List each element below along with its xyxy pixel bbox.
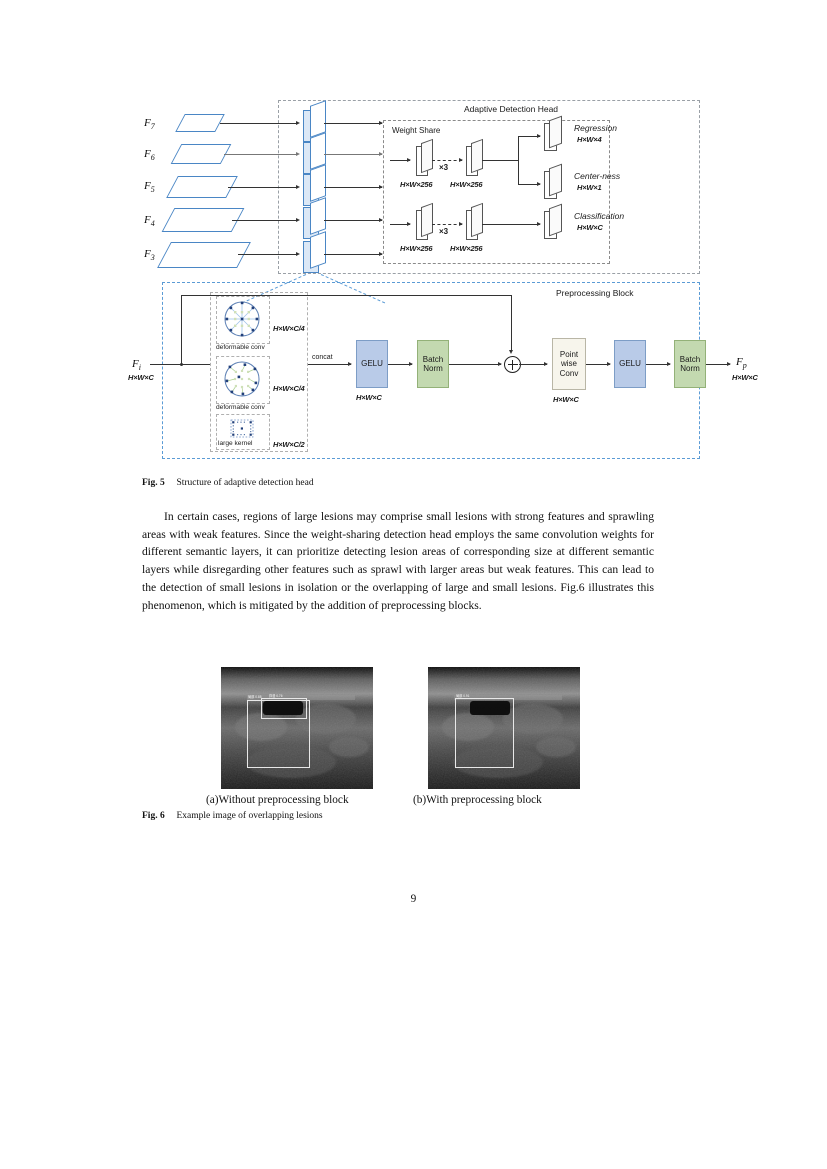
conv-dim-top-2: H×W×256 bbox=[450, 180, 483, 189]
preproc-output-dim: H×W×C bbox=[732, 373, 758, 382]
gelu-block-1-label: GELU bbox=[361, 359, 383, 369]
output-dim-classification: H×W×C bbox=[577, 223, 603, 232]
repeat-top-label: ×3 bbox=[439, 163, 449, 172]
pyramid-map-f3 bbox=[157, 242, 251, 268]
page-number: 9 bbox=[410, 893, 417, 905]
ultrasound-image-b: 局部 0.91 bbox=[428, 667, 580, 789]
weight-share-label: Weight Share bbox=[392, 126, 441, 135]
gelu-block-1: GELU bbox=[356, 340, 388, 388]
pyramid-label-f7: F7 bbox=[144, 117, 155, 132]
figure-5-diagram: Adaptive Detection Head Weight Share F7 … bbox=[128, 92, 758, 467]
body-text: In certain cases, regions of large lesio… bbox=[142, 508, 654, 614]
pyramid-label-f3: F3 bbox=[144, 248, 155, 263]
pyramid-label-f6: F6 bbox=[144, 148, 155, 163]
output-label-regression: Regression bbox=[574, 123, 617, 133]
pyramid-map-f6 bbox=[170, 144, 232, 164]
deformable-conv-1-icon bbox=[221, 299, 263, 339]
conv-dim-bottom-2: H×W×256 bbox=[450, 244, 483, 253]
branch-2-dim: H×W×C/4 bbox=[273, 384, 305, 393]
gelu-block-2-label: GELU bbox=[619, 359, 641, 369]
gelu-block-2: GELU bbox=[614, 340, 646, 388]
detection-box-a-small bbox=[261, 698, 307, 719]
large-kernel-region bbox=[216, 414, 270, 450]
detection-head-title: Adaptive Detection Head bbox=[464, 104, 559, 114]
pyramid-label-f5: F5 bbox=[144, 180, 155, 195]
large-kernel-icon bbox=[228, 418, 256, 440]
figure-5-caption-text: Structure of adaptive detection head bbox=[176, 478, 314, 488]
detection-label-a-1: 局部 0.88 bbox=[248, 695, 262, 699]
preprocessing-block-title: Preprocessing Block bbox=[556, 288, 634, 298]
ultrasound-image-a: 局部 0.88 弥漫 0.76 bbox=[221, 667, 373, 789]
detection-box-a-large bbox=[247, 700, 310, 768]
conv-dim-top-1: H×W×256 bbox=[400, 180, 433, 189]
output-dim-centerness: H×W×1 bbox=[577, 183, 602, 192]
branch-1-dim: H×W×C/4 bbox=[273, 324, 305, 333]
output-label-centerness: Center-ness bbox=[574, 171, 621, 181]
detection-label-a-2: 弥漫 0.76 bbox=[269, 694, 283, 698]
deformable-conv-1-region bbox=[216, 296, 270, 344]
weight-share-region bbox=[383, 120, 610, 264]
gelu-block-1-dim: H×W×C bbox=[356, 393, 382, 402]
figure-5-caption: Fig. 5 Structure of adaptive detection h… bbox=[142, 478, 314, 488]
detection-label-b-1: 局部 0.91 bbox=[456, 694, 470, 698]
branch-3-dim: H×W×C/2 bbox=[273, 440, 305, 449]
body-paragraph: In certain cases, regions of large lesio… bbox=[142, 510, 654, 612]
branch-1-label: deformable conv bbox=[216, 344, 265, 351]
preproc-input-dim: H×W×C bbox=[128, 373, 154, 382]
branch-2-label: deformable conv bbox=[216, 404, 265, 411]
preproc-input-label: Fi bbox=[132, 358, 141, 373]
output-dim-regression: H×W×4 bbox=[577, 135, 602, 144]
figure-6-caption-text: Example image of overlapping lesions bbox=[176, 811, 323, 821]
deformable-conv-2-icon bbox=[221, 359, 263, 399]
figure-6-caption-label: Fig. 6 bbox=[142, 811, 165, 821]
pyramid-label-f4: F4 bbox=[144, 214, 155, 229]
detection-box-b bbox=[455, 698, 514, 768]
pointwise-conv-dim: H×W×C bbox=[553, 395, 579, 404]
repeat-bottom-label: ×3 bbox=[439, 227, 449, 236]
figure-6-subcaption-b: (b)With preprocessing block bbox=[413, 794, 542, 806]
pyramid-map-f7 bbox=[175, 114, 225, 132]
figure-6-caption: Fig. 6 Example image of overlapping lesi… bbox=[142, 811, 323, 821]
branch-group-region bbox=[210, 292, 308, 452]
figure-5-caption-label: Fig. 5 bbox=[142, 478, 165, 488]
preproc-output-label: Fp bbox=[736, 356, 747, 371]
conv-dim-bottom-1: H×W×256 bbox=[400, 244, 433, 253]
figure-6-subcaption-a: (a)Without preprocessing block bbox=[206, 794, 349, 806]
branch-3-label: large kernel bbox=[218, 440, 253, 447]
concat-label: concat bbox=[312, 354, 333, 361]
deformable-conv-2-region bbox=[216, 356, 270, 404]
output-label-classification: Classification bbox=[574, 211, 625, 221]
